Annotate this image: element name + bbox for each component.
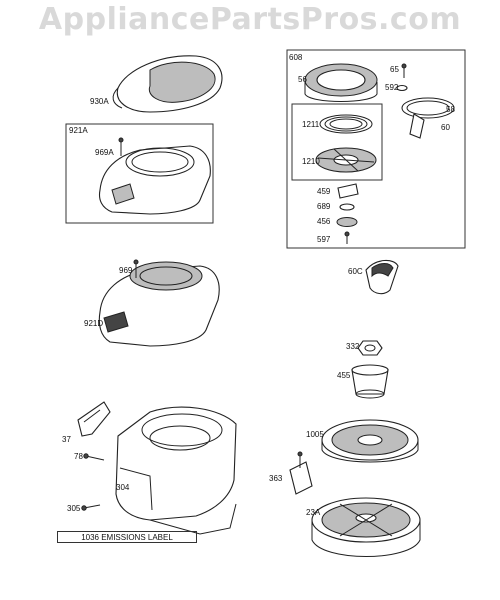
part-921A-housing — [98, 137, 211, 215]
label-921A: 921A — [69, 126, 88, 135]
part-1211-spring — [319, 114, 373, 134]
label-78: 78 — [74, 452, 83, 461]
emissions-label-box: 1036 EMISSIONS LABEL — [57, 531, 197, 543]
label-60C: 60C — [348, 267, 363, 276]
label-305: 305 — [67, 504, 81, 513]
label-608: 608 — [289, 53, 303, 62]
part-332-nut — [357, 340, 383, 356]
label-332: 332 — [346, 342, 360, 351]
label-1210: 1210 — [302, 157, 320, 166]
label-689: 689 — [317, 202, 331, 211]
part-363-bracket — [289, 451, 313, 495]
part-37-bracket — [77, 401, 111, 437]
label-930A: 930A — [90, 97, 109, 106]
label-597: 597 — [317, 235, 331, 244]
label-1005: 1005 — [306, 430, 324, 439]
part-689-washer — [339, 203, 355, 211]
part-60C-handle — [365, 259, 399, 295]
part-58-rope — [401, 97, 455, 119]
part-456-retainer — [336, 217, 358, 227]
part-304-base — [115, 406, 237, 535]
part-921D-housing — [98, 259, 220, 347]
part-592-washer — [396, 84, 408, 92]
label-58: 58 — [446, 105, 455, 114]
part-597-screw — [344, 231, 350, 244]
label-969: 969 — [119, 266, 133, 275]
part-305-screw — [81, 504, 101, 511]
part-1005-screen — [321, 419, 419, 463]
part-455-cup — [351, 364, 389, 399]
label-363: 363 — [269, 474, 283, 483]
label-23A: 23A — [306, 508, 321, 517]
label-456: 456 — [317, 217, 331, 226]
label-1211: 1211 — [302, 120, 320, 129]
group-box-608 — [286, 49, 466, 249]
label-969A: 969A — [95, 148, 114, 157]
label-60: 60 — [441, 123, 450, 132]
label-304: 304 — [116, 483, 130, 492]
watermark: AppliancePartsPros.com — [38, 2, 462, 37]
part-78-screw — [83, 453, 105, 461]
label-921D: 921D — [84, 319, 104, 328]
label-65: 65 — [390, 65, 399, 74]
label-56: 56 — [298, 75, 307, 84]
part-930A-cover — [112, 55, 223, 113]
part-60-handle — [409, 113, 425, 139]
label-459: 459 — [317, 187, 331, 196]
part-459-pawl — [337, 183, 359, 199]
part-65-screw — [401, 63, 407, 78]
label-592: 592 — [385, 83, 399, 92]
part-1210-pulley — [315, 147, 377, 173]
label-37: 37 — [62, 435, 71, 444]
group-box-921A — [65, 123, 214, 224]
part-23A-flywheel — [311, 497, 421, 557]
part-56-starter-housing — [304, 63, 378, 102]
group-box-starter-inner — [291, 103, 383, 181]
label-455: 455 — [337, 371, 351, 380]
